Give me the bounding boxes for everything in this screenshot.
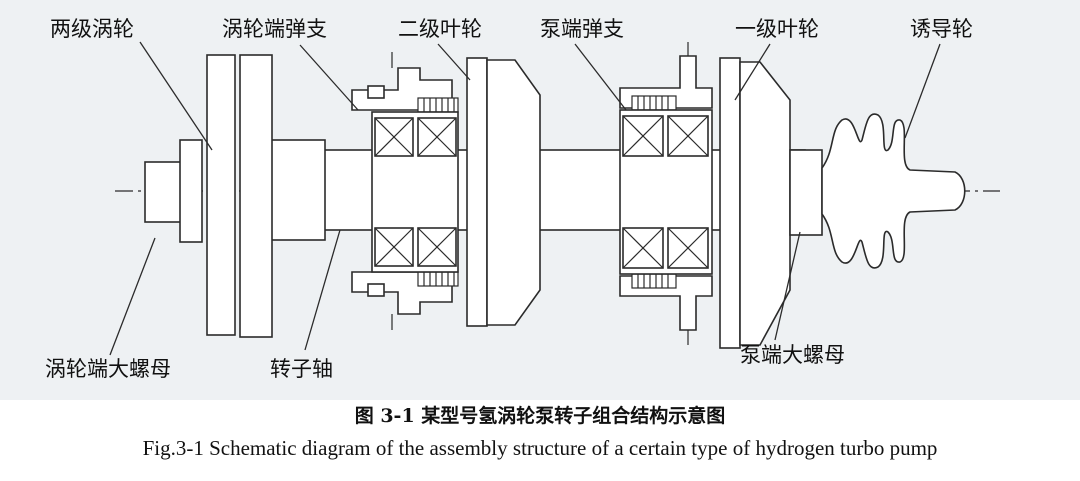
leader-turbine-end-nut bbox=[109, 237, 156, 356]
leader-rotor-shaft bbox=[304, 229, 341, 351]
second-stage-impeller bbox=[466, 57, 488, 327]
pump-end-bearing bbox=[619, 109, 713, 275]
label-pump-end-support: 泵端弹支 bbox=[540, 17, 624, 41]
label-turbine-end-nut: 涡轮端大螺母 bbox=[45, 357, 171, 381]
pump-end-spring bbox=[631, 95, 677, 289]
second-stage-impeller-body bbox=[486, 59, 541, 326]
label-first-stage-impeller: 一级叶轮 bbox=[735, 17, 819, 41]
turbine-disc-1 bbox=[206, 54, 236, 336]
inducer bbox=[821, 113, 966, 269]
pump-support-housing-lower bbox=[619, 275, 713, 331]
leader-pump-end-support bbox=[574, 43, 627, 111]
pump-end-nut bbox=[789, 149, 823, 236]
turbine-disc-2 bbox=[239, 54, 273, 338]
first-stage-impeller-body bbox=[739, 61, 791, 346]
leader-second-stage-impeller bbox=[437, 43, 471, 81]
label-two-stage-turbine: 两级涡轮 bbox=[50, 17, 134, 41]
label-second-stage-impeller: 二级叶轮 bbox=[398, 17, 482, 41]
leader-two-stage-turbine bbox=[139, 41, 213, 151]
leader-first-stage-impeller bbox=[734, 43, 771, 101]
rotor-assembly-diagram: 两级涡轮 涡轮端弹支 二级叶轮 泵端弹支 一级叶轮 诱导轮 涡轮端大螺母 转子轴… bbox=[0, 0, 1080, 400]
figure-caption-english: Fig.3-1 Schematic diagram of the assembl… bbox=[142, 436, 938, 460]
turbine-nut-collar bbox=[179, 139, 203, 243]
turbine-end-bearing bbox=[371, 111, 459, 273]
figure-caption-chinese: 图 3-1 某型号氢涡轮泵转子组合结构示意图 bbox=[354, 405, 726, 427]
turbine-end-nut bbox=[144, 161, 186, 223]
leader-turbine-end-support bbox=[299, 44, 359, 111]
leader-inducer bbox=[904, 43, 941, 139]
shaft-step bbox=[269, 139, 326, 241]
label-turbine-end-support: 涡轮端弹支 bbox=[222, 17, 327, 41]
label-inducer: 诱导轮 bbox=[910, 17, 973, 41]
leader-pump-end-nut bbox=[774, 231, 801, 341]
first-stage-impeller bbox=[719, 57, 741, 349]
label-pump-end-nut: 泵端大螺母 bbox=[740, 343, 845, 367]
label-rotor-shaft: 转子轴 bbox=[270, 357, 333, 381]
